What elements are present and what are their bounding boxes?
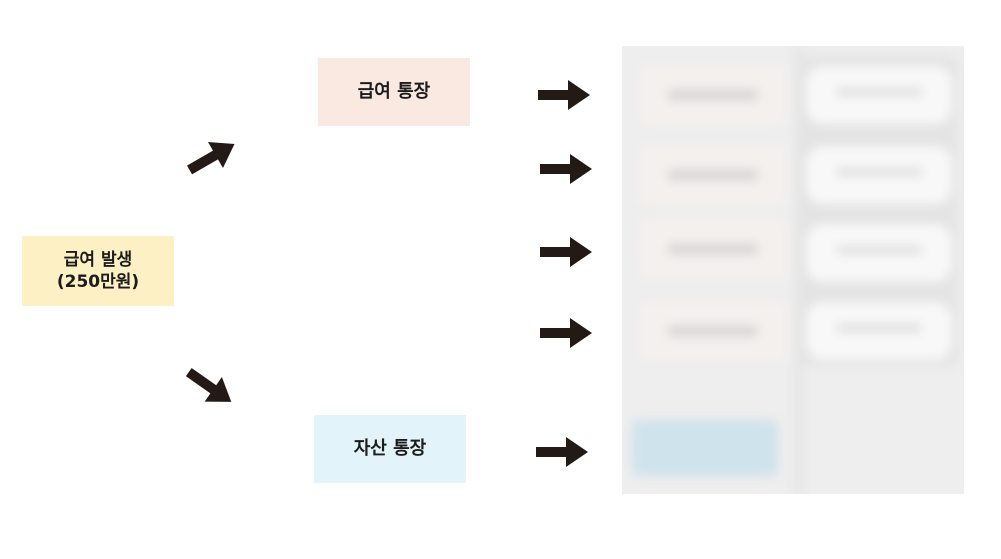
- income-source-node: 급여 발생 (250만원): [22, 236, 174, 306]
- arrow-down-right-icon: [180, 360, 240, 414]
- income-source-title: 급여 발생: [63, 249, 133, 270]
- arrow-right-icon: [536, 437, 588, 467]
- arrow-right-icon: [538, 80, 590, 110]
- income-source-amount: (250만원): [56, 272, 140, 292]
- salary-account-label: 급여 통장: [357, 81, 431, 103]
- asset-account-node: 자산 통장: [314, 415, 466, 483]
- salary-account-node: 급여 통장: [318, 58, 470, 126]
- blurred-destination-panel: [622, 46, 964, 494]
- asset-account-label: 자산 통장: [353, 438, 427, 460]
- arrow-right-icon: [540, 154, 592, 184]
- arrow-right-icon: [540, 318, 592, 348]
- arrow-right-icon: [540, 237, 592, 267]
- arrow-up-right-icon: [182, 131, 242, 183]
- blurred-content: [622, 46, 964, 494]
